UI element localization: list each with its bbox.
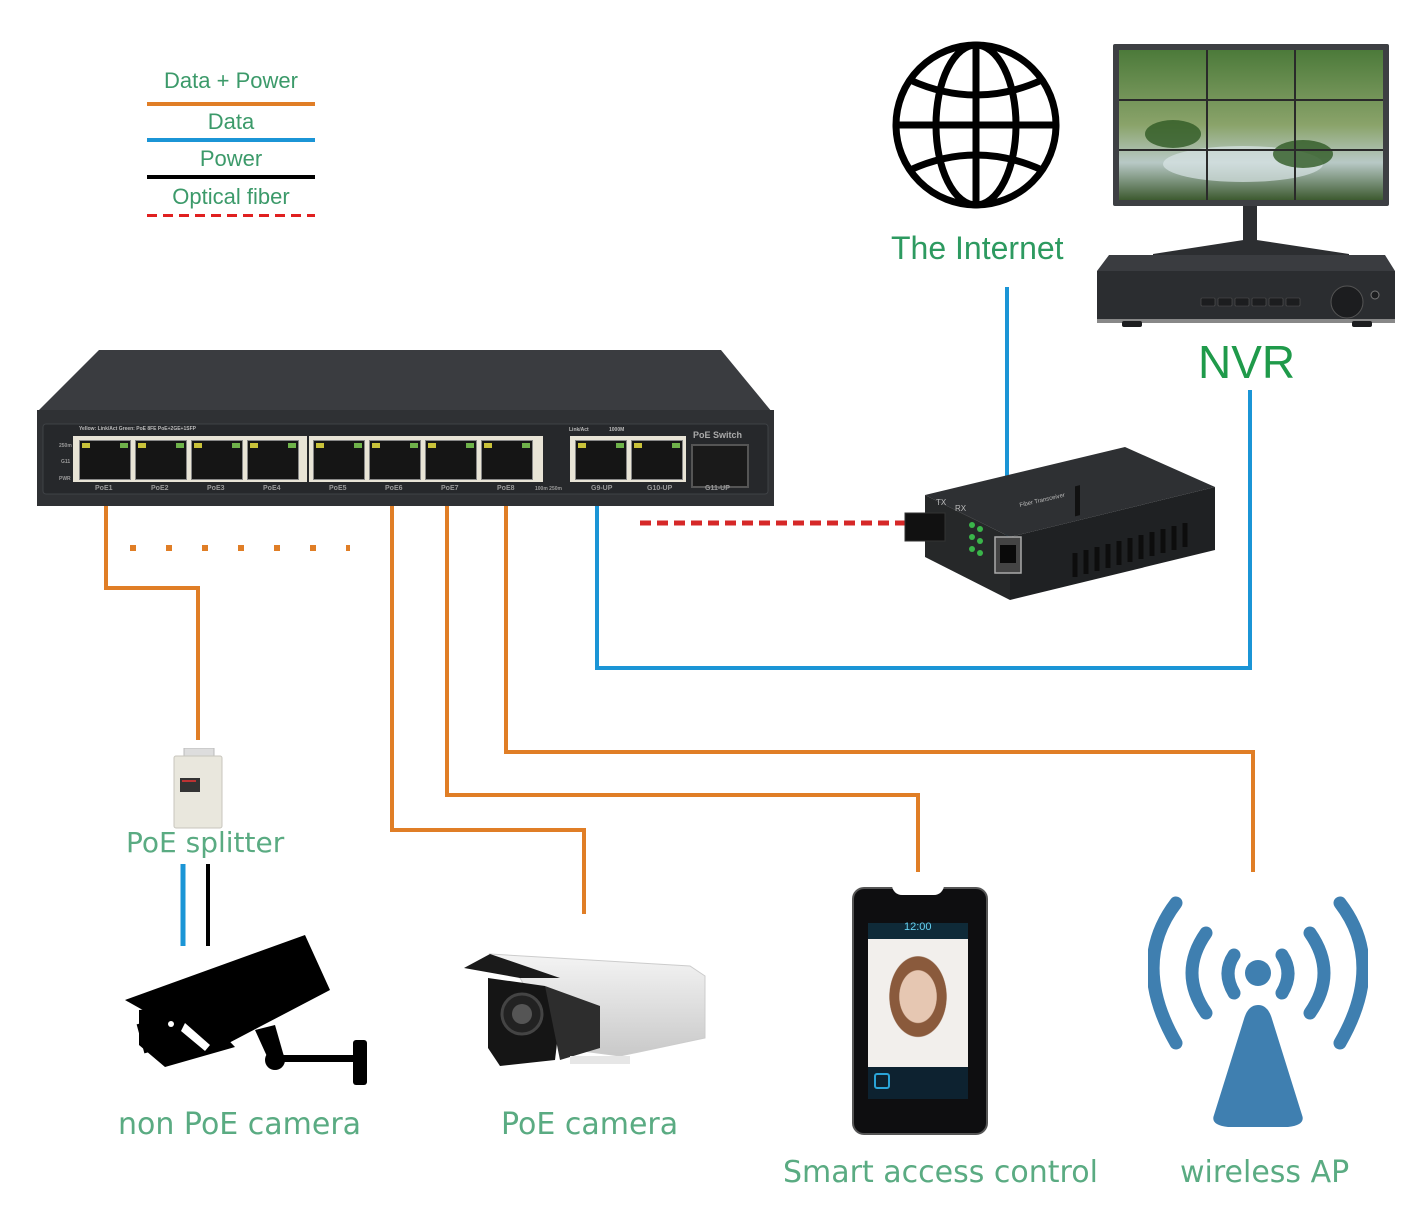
transceiver-tx-label: TX (936, 498, 947, 507)
rj45-port-poe5[interactable] (313, 440, 365, 480)
port-label-poe1: PoE1 (95, 485, 113, 492)
poe-led (466, 443, 474, 448)
transceiver-rx-label: RX (955, 504, 967, 513)
rj45-port-g9-up[interactable] (575, 440, 627, 480)
port-label-poe7: PoE7 (441, 485, 459, 492)
link-led (428, 443, 436, 448)
link-led (578, 443, 586, 448)
rj45-port-poe2[interactable] (135, 440, 187, 480)
legend-label-optical-fiber: Optical fiber (172, 184, 290, 209)
port-label-poe4: PoE4 (263, 485, 281, 492)
rj45-port-poe8[interactable] (481, 440, 533, 480)
face-image (868, 939, 968, 1067)
fiber-transceiver: Fiber Transceiver TX RX (900, 445, 1220, 605)
port-label-g9-up: G9-UP (591, 485, 613, 492)
poe-splitter-label: PoE splitter (126, 826, 285, 859)
wire-g9-to-nvr (595, 390, 1252, 670)
poe-splitter (170, 747, 226, 835)
non-poe-camera (125, 935, 370, 1095)
switch-led-legend: Yellow: Link/Act Green: PoE 8FE PoE+2GE+… (79, 426, 196, 432)
nvr-device (1097, 255, 1397, 332)
poe-led (176, 443, 184, 448)
link-led (484, 443, 492, 448)
access-control-info-panel (868, 1067, 968, 1099)
bullet-camera-icon (464, 953, 706, 1066)
poe-camera (460, 948, 710, 1073)
legend-label-data-power: Data + Power (164, 68, 298, 93)
indicator-g11: G11 (61, 459, 71, 465)
rj45-port-poe1[interactable] (79, 440, 131, 480)
non-poe-camera-label: non PoE camera (118, 1107, 362, 1142)
wireless-ap-label: wireless AP (1180, 1155, 1350, 1190)
port-label-g10-up: G10-UP (647, 485, 673, 492)
port-label-g11-up: G11-UP (705, 485, 730, 492)
globe-icon (892, 41, 1060, 209)
access-control-label: Smart access control (783, 1155, 1098, 1190)
switch-uplink-legend-2: 1000M (609, 427, 625, 433)
indicator-pwr: PWR (59, 476, 71, 482)
poe-led (522, 443, 530, 448)
link-led (250, 443, 258, 448)
face-scan-icon (874, 1073, 890, 1089)
port-label-poe3: PoE3 (207, 485, 225, 492)
port-label-poe8: PoE8 (497, 485, 515, 492)
cctv-camera-icon (125, 935, 367, 1085)
rj45-port-poe4[interactable] (247, 440, 299, 480)
legend-line-data-power (147, 102, 315, 106)
port-label-poe5: PoE5 (329, 485, 347, 492)
link-led (316, 443, 324, 448)
poe-led (354, 443, 362, 448)
legend-label-data: Data (207, 109, 255, 134)
rj45-port-g10-up[interactable] (631, 440, 683, 480)
poe-splitter-icon (173, 747, 223, 829)
nvr-label: NVR (1198, 336, 1296, 388)
rj45-port-poe7[interactable] (425, 440, 477, 480)
internet-label: The Internet (891, 230, 1064, 266)
rj45-port-poe6[interactable] (369, 440, 421, 480)
wire-poe7-to-access-control (445, 490, 920, 872)
sfp-port[interactable] (691, 444, 749, 488)
internet-globe (890, 40, 1062, 215)
link-led (634, 443, 642, 448)
link-led (372, 443, 380, 448)
poe-camera-label: PoE camera (501, 1107, 679, 1142)
wireless-ap (1146, 893, 1370, 1133)
monitor (1113, 44, 1389, 264)
poe-led (120, 443, 128, 448)
wire-poe8-to-wireless-ap (504, 490, 1255, 872)
poe-led (410, 443, 418, 448)
poe-led (672, 443, 680, 448)
smart-access-control: 12:00 (852, 885, 988, 1135)
fiber-transceiver-icon: Fiber Transceiver TX RX (904, 447, 1215, 600)
rj45-port-poe3[interactable] (191, 440, 243, 480)
indicator-250m: 250m (59, 443, 72, 449)
link-led (138, 443, 146, 448)
port-label-poe2: PoE2 (151, 485, 169, 492)
access-control-clock: 12:00 (904, 921, 932, 933)
monitor-icon (1113, 44, 1389, 257)
legend-line-optical-fiber (147, 214, 315, 217)
legend-line-data (147, 138, 315, 142)
link-led (194, 443, 202, 448)
wire-poe6-to-poe-camera (390, 490, 586, 914)
poe-led (232, 443, 240, 448)
wire-poe1-to-splitter (104, 490, 200, 740)
access-control-statusbar (868, 923, 968, 939)
port-label-poe6: PoE6 (385, 485, 403, 492)
wireless-ap-icon (1146, 896, 1370, 1127)
legend-label-power: Power (199, 146, 263, 171)
nvr-icon (1097, 255, 1395, 327)
link-led (82, 443, 90, 448)
poe-switch: Yellow: Link/Act Green: PoE 8FE PoE+2GE+… (37, 348, 774, 508)
switch-mode-label: 100m 250m (535, 486, 562, 492)
poe-led (288, 443, 296, 448)
switch-uplink-legend-1: Link/Act (569, 427, 589, 433)
switch-brand-label: PoE Switch (693, 430, 743, 440)
access-control-notch (892, 885, 944, 895)
poe-led (616, 443, 624, 448)
legend-line-power (147, 175, 315, 179)
